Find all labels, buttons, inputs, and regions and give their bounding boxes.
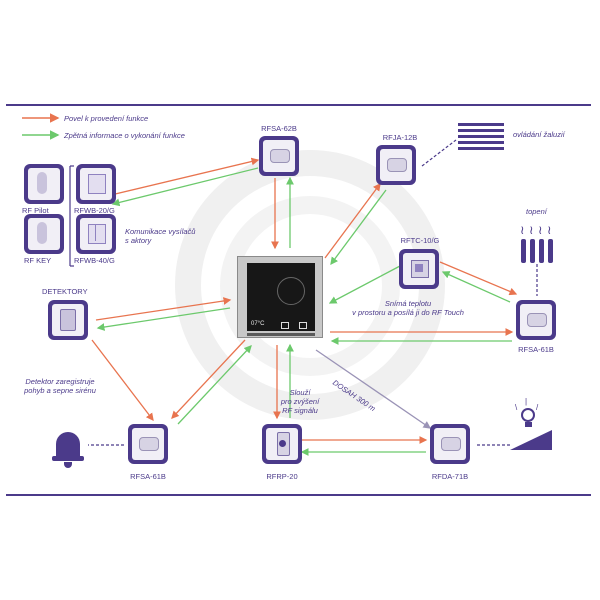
device-rf-pilot [24, 164, 64, 204]
arrow-transmitter-to-rfsa62b [110, 157, 260, 196]
label-transmitters: Komunikace vysílačů s aktory [125, 227, 196, 245]
arrow-hub-to-rfsa61b-left [171, 339, 246, 419]
label-rf-pilot: RF Pilot [22, 206, 49, 215]
dimmer-ramp-icon [510, 430, 552, 450]
label-rfsa61b-left: RFSA-61B [130, 472, 166, 481]
label-thermo-note: Snímá teplotu v prostoru a posílá ji do … [352, 299, 464, 317]
rf-touch-unit: 07°C [237, 256, 323, 338]
device-rfja12b [376, 145, 416, 185]
arrow-rftc-to-hub [328, 265, 401, 304]
device-detector [48, 300, 88, 340]
label-rfda71b: RFDA-71B [431, 472, 469, 481]
device-rftc10g [399, 249, 439, 289]
arrow-rfsa61b-left-to-hub [177, 345, 252, 425]
arrow-rftc-to-rfsa61b [439, 261, 518, 296]
light-bulb-icon: | \ / [515, 397, 541, 429]
label-rfwb-40g: RFWB-40/G [74, 256, 115, 265]
label-repeater-note: Slouží pro zvýšení RF signálu [280, 388, 320, 415]
label-rf-key: RF KEY [24, 256, 52, 265]
arrow-rfsa62b-feedback [111, 167, 259, 207]
device-rfsa61b-left [128, 424, 168, 464]
hub-temperature: 07°C [251, 321, 265, 327]
arrow-hub-to-rfja12b [324, 182, 381, 259]
arrow-hub-to-detector [96, 307, 231, 331]
arrow-rfsa61b-to-rftc [441, 271, 511, 303]
label-blinds: ovládání žaluzií [513, 130, 565, 139]
label-rfsa62b: RFSA-62B [261, 124, 297, 133]
legend-command-label: Povel k provedení funkce [64, 114, 149, 123]
label-rfsa61b-right: RFSA-61B [518, 345, 554, 354]
arrow-range-300m [315, 349, 432, 429]
label-rfwb-20g: RFWB-20/G [74, 206, 115, 215]
device-rfrp20 [262, 424, 302, 464]
blind-wire [421, 139, 457, 167]
arrow-detector-to-hub [95, 297, 232, 321]
device-rfda71b [430, 424, 470, 464]
siren-bell-icon [48, 426, 88, 470]
label-rftc10g: RFTC-10/G [400, 236, 440, 245]
label-detector-note: Detektor zaregistruje pohyb a sepne siré… [24, 377, 96, 395]
arrow-rfja12b-feedback [330, 189, 387, 266]
device-rf-key [24, 214, 64, 254]
device-rfsa61b-right [516, 300, 556, 340]
label-detektory: DETEKTORY [42, 287, 88, 296]
label-rfja12b: RFJA-12B [382, 133, 418, 142]
radiator-heating-icon: ≀≀≀≀ [517, 223, 559, 265]
device-rfwb-40g [76, 214, 116, 254]
arrow-detector-to-rfsa61b-left [91, 339, 154, 422]
legend-feedback-label: Zpětná informace o vykonání funkce [64, 131, 185, 140]
device-rfwb-20g [76, 164, 116, 204]
window-blinds-icon [458, 123, 504, 151]
label-heating: topení [526, 207, 547, 216]
label-rfrp20: RFRP-20 [266, 472, 298, 481]
device-rfsa62b [259, 136, 299, 176]
